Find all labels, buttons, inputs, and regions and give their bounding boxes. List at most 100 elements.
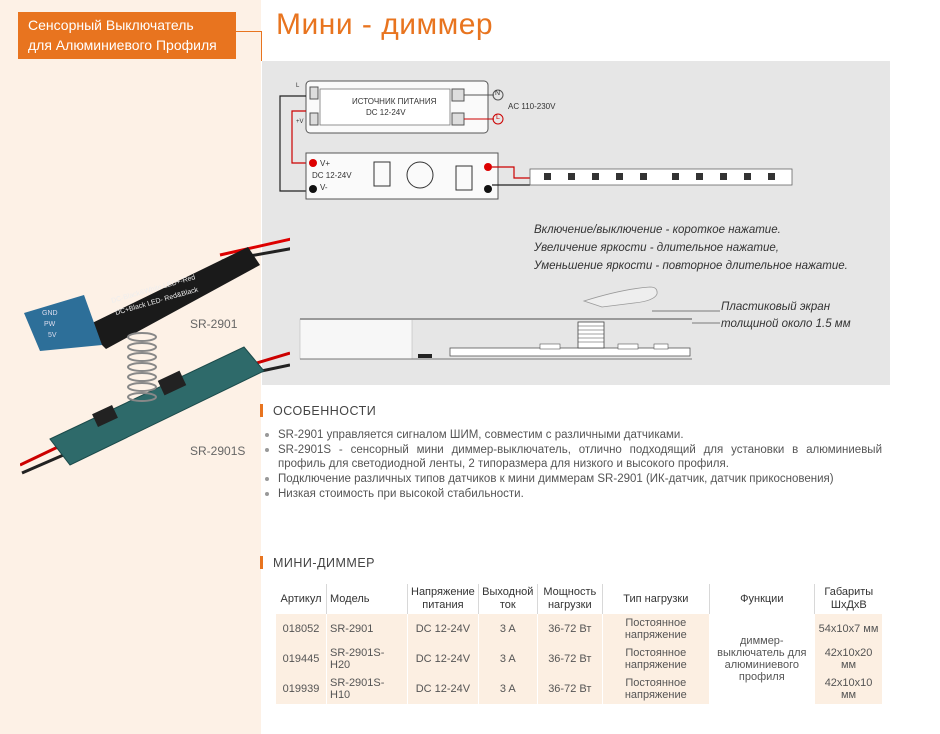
cell: 54x10x7 мм xyxy=(814,614,884,644)
category-banner: Сенсорный Выключатель для Алюминиевого П… xyxy=(18,12,236,59)
screen-callout: Пластиковый экран толщиной около 1.5 мм xyxy=(721,299,851,333)
spring-icon xyxy=(127,332,157,402)
vplus-dot xyxy=(309,159,317,167)
out-minus-dot xyxy=(484,185,492,193)
finger-icon xyxy=(582,286,658,308)
gesture-line-3: Уменьшение яркости - повторное длительно… xyxy=(534,260,848,272)
cell: 3 A xyxy=(478,644,538,674)
tab-text-2: PW xyxy=(44,321,56,328)
col-header: Выходной ток xyxy=(478,584,538,614)
n-label: N xyxy=(495,90,501,97)
diagram-drawing xyxy=(279,80,793,360)
table-heading: МИНИ-ДИММЕР xyxy=(260,556,375,570)
cell: DC 12-24V xyxy=(407,644,479,674)
psu-text-2: DC 12-24V xyxy=(366,108,406,117)
feature-item: Низкая стоимость при высокой стабильност… xyxy=(262,487,882,501)
page-title: Мини - диммер xyxy=(276,8,494,41)
spring-coil-icon xyxy=(578,325,604,343)
cell: SR-2901 xyxy=(326,614,408,644)
col-header: Артикул xyxy=(276,584,327,614)
screen-callout-line-1: Пластиковый экран xyxy=(721,301,831,313)
led-strip-leds xyxy=(544,173,775,180)
vminus-dot xyxy=(309,185,317,193)
category-line-1: Сенсорный Выключатель xyxy=(28,17,194,33)
col-header: Напряжение питания xyxy=(407,584,479,614)
l-terminal-icon xyxy=(492,113,504,125)
dimmer-module-box xyxy=(305,152,499,200)
screen-callout-line-2: толщиной около 1.5 мм xyxy=(721,318,851,330)
cell: 36-72 Вт xyxy=(537,674,603,704)
psu-l-mark: L xyxy=(296,83,300,89)
n-terminal-icon xyxy=(492,89,504,101)
psu-out-terminal-2 xyxy=(309,112,319,126)
title-connector-vertical xyxy=(261,31,262,61)
col-header: Модель xyxy=(326,584,408,614)
feature-item: SR-2901 управляется сигналом ШИМ, совмес… xyxy=(262,428,882,442)
l-label: L xyxy=(496,114,500,121)
heading-accent-bar xyxy=(260,556,263,569)
psu-label-plate xyxy=(319,88,451,126)
table-row: 019445 SR-2901S-H20 DC 12-24V 3 A 36-72 … xyxy=(276,644,884,674)
cell: 36-72 Вт xyxy=(537,644,603,674)
cell: Постоянное напряжение xyxy=(602,614,710,644)
psu-terminal-l xyxy=(451,112,465,126)
cell: DC 12-24V xyxy=(407,674,479,704)
features-heading-text: ОСОБЕННОСТИ xyxy=(273,404,377,418)
spec-table: Артикул Модель Напряжение питания Выходн… xyxy=(276,584,884,704)
cell: 42x10x20 мм xyxy=(814,644,884,674)
tab-text-3: 5V xyxy=(48,332,57,339)
cell: 019445 xyxy=(276,644,327,674)
vplus-label: V+ xyxy=(320,159,331,168)
title-connector xyxy=(236,31,262,32)
col-header: Габариты ШхДхВ xyxy=(824,586,874,611)
model-label-sr2901: SR-2901 xyxy=(190,317,238,331)
category-line-2: для Алюминиевого Профиля xyxy=(28,37,217,53)
feature-item: Подключение различных типов датчиков к м… xyxy=(262,472,882,486)
table-heading-text: МИНИ-ДИММЕР xyxy=(273,556,376,570)
module-sensor-circle xyxy=(406,161,434,189)
features-list: SR-2901 управляется сигналом ШИМ, совмес… xyxy=(262,428,882,502)
cell: 018052 xyxy=(276,614,327,644)
cell: 019939 xyxy=(276,674,327,704)
tab-text-1: GND xyxy=(42,310,58,317)
gesture-line-1: Включение/выключение - короткое нажатие. xyxy=(534,224,781,236)
table-row: 018052 SR-2901 DC 12-24V 3 A 36-72 Вт По… xyxy=(276,614,884,704)
profile-block xyxy=(299,318,413,360)
col-header: Функции xyxy=(709,584,815,614)
psu-out-terminal-1 xyxy=(309,86,319,100)
cell: DC 12-24V xyxy=(407,614,479,644)
vminus-label: V- xyxy=(320,183,328,192)
feature-item: SR-2901S - сенсорный мини диммер-выключа… xyxy=(262,443,882,471)
heading-accent-bar xyxy=(260,404,263,417)
cell: 3 A xyxy=(478,674,538,704)
cell: 3 A xyxy=(478,614,538,644)
board-chip-1 xyxy=(157,370,187,396)
product-photo: DC-Black&White LED+-Red DC+Black LED- Re… xyxy=(20,237,290,475)
function-cell: диммер-выключатель для алюминиевого проф… xyxy=(709,614,815,704)
gesture-line-2: Увеличение яркости - длительное нажатие, xyxy=(534,242,779,254)
psu-text-1: ИСТОЧНИК ПИТАНИЯ xyxy=(352,97,437,106)
cell: SR-2901S-H10 xyxy=(326,674,408,704)
col-header: Мощность нагрузки xyxy=(537,584,603,614)
col-header: Тип нагрузки xyxy=(602,584,710,614)
module-chip-2 xyxy=(455,165,473,191)
gesture-instructions: Включение/выключение - короткое нажатие.… xyxy=(534,221,848,275)
model-label-sr2901s: SR-2901S xyxy=(190,444,246,458)
module-dc-label: DC 12-24V xyxy=(312,171,352,180)
board-chip-2 xyxy=(92,405,118,427)
sr2901-body xyxy=(84,247,260,349)
cell: 36-72 Вт xyxy=(537,614,603,644)
cell: Постоянное напряжение xyxy=(602,674,710,704)
psu-terminal-n xyxy=(451,88,465,102)
table-header-row: Артикул Модель Напряжение питания Выходн… xyxy=(276,584,883,614)
spring-sensor xyxy=(577,321,605,349)
cell: SR-2901S-H20 xyxy=(326,644,408,674)
ac-voltage-label: AC 110-230V xyxy=(508,102,556,111)
module-chip-1 xyxy=(373,161,391,187)
features-heading: ОСОБЕННОСТИ xyxy=(260,404,376,418)
pcb-board xyxy=(449,347,691,357)
sr2901-pcb-tab xyxy=(24,295,102,351)
psu-v-mark: +V xyxy=(296,119,304,125)
table-row: 019939 SR-2901S-H10 DC 12-24V 3 A 36-72 … xyxy=(276,674,884,704)
wiring-diagram: ИСТОЧНИК ПИТАНИЯ DC 12-24V AC 110-230V N… xyxy=(262,61,890,385)
